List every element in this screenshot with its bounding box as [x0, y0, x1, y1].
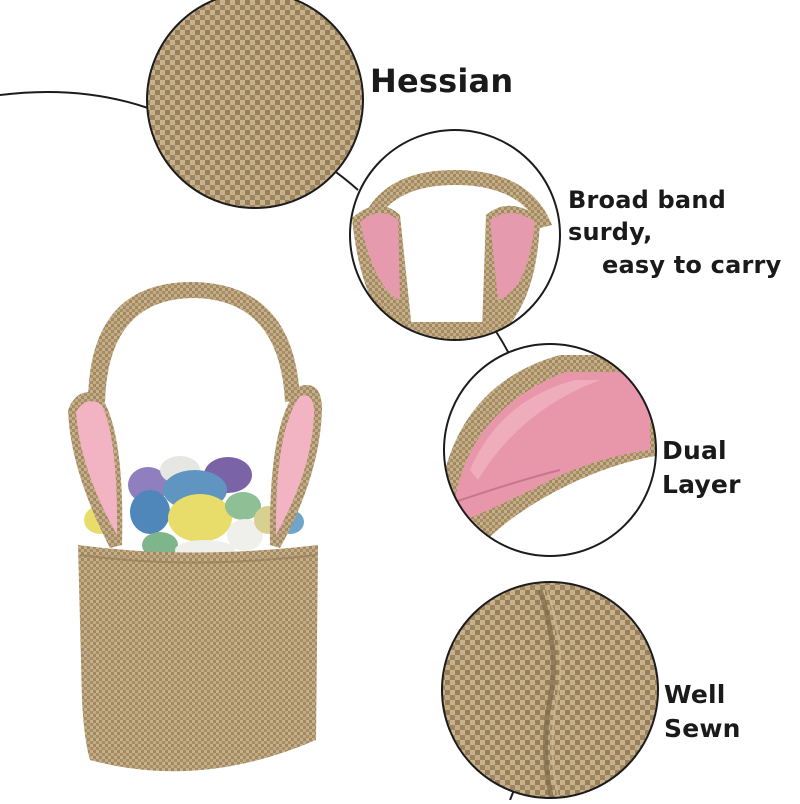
basket-handle: [88, 281, 300, 402]
broad-band-label-line1: Broad band surdy,: [568, 186, 726, 247]
well-sewn-detail-circle: [441, 581, 659, 799]
broad-band-label-line2: easy to carry: [602, 250, 782, 279]
egg: [142, 532, 178, 558]
dual-layer-label: Dual Layer: [662, 436, 741, 499]
egg: [225, 492, 261, 520]
well-sewn-label: Well Sewn: [664, 680, 741, 743]
egg: [168, 494, 232, 542]
dual-layer-detail-circle: [443, 343, 657, 557]
bunny-basket-photo: [68, 281, 322, 772]
broad-band-label: Broad band surdy, easy to carry: [568, 184, 800, 281]
hessian-label: Hessian: [370, 62, 514, 100]
leader-line-hessian: [0, 90, 149, 109]
band-detail-circle: [349, 129, 561, 341]
egg: [227, 519, 263, 551]
basket-body: [78, 545, 318, 772]
hessian-detail-circle: [146, 0, 364, 209]
egg: [130, 490, 170, 534]
